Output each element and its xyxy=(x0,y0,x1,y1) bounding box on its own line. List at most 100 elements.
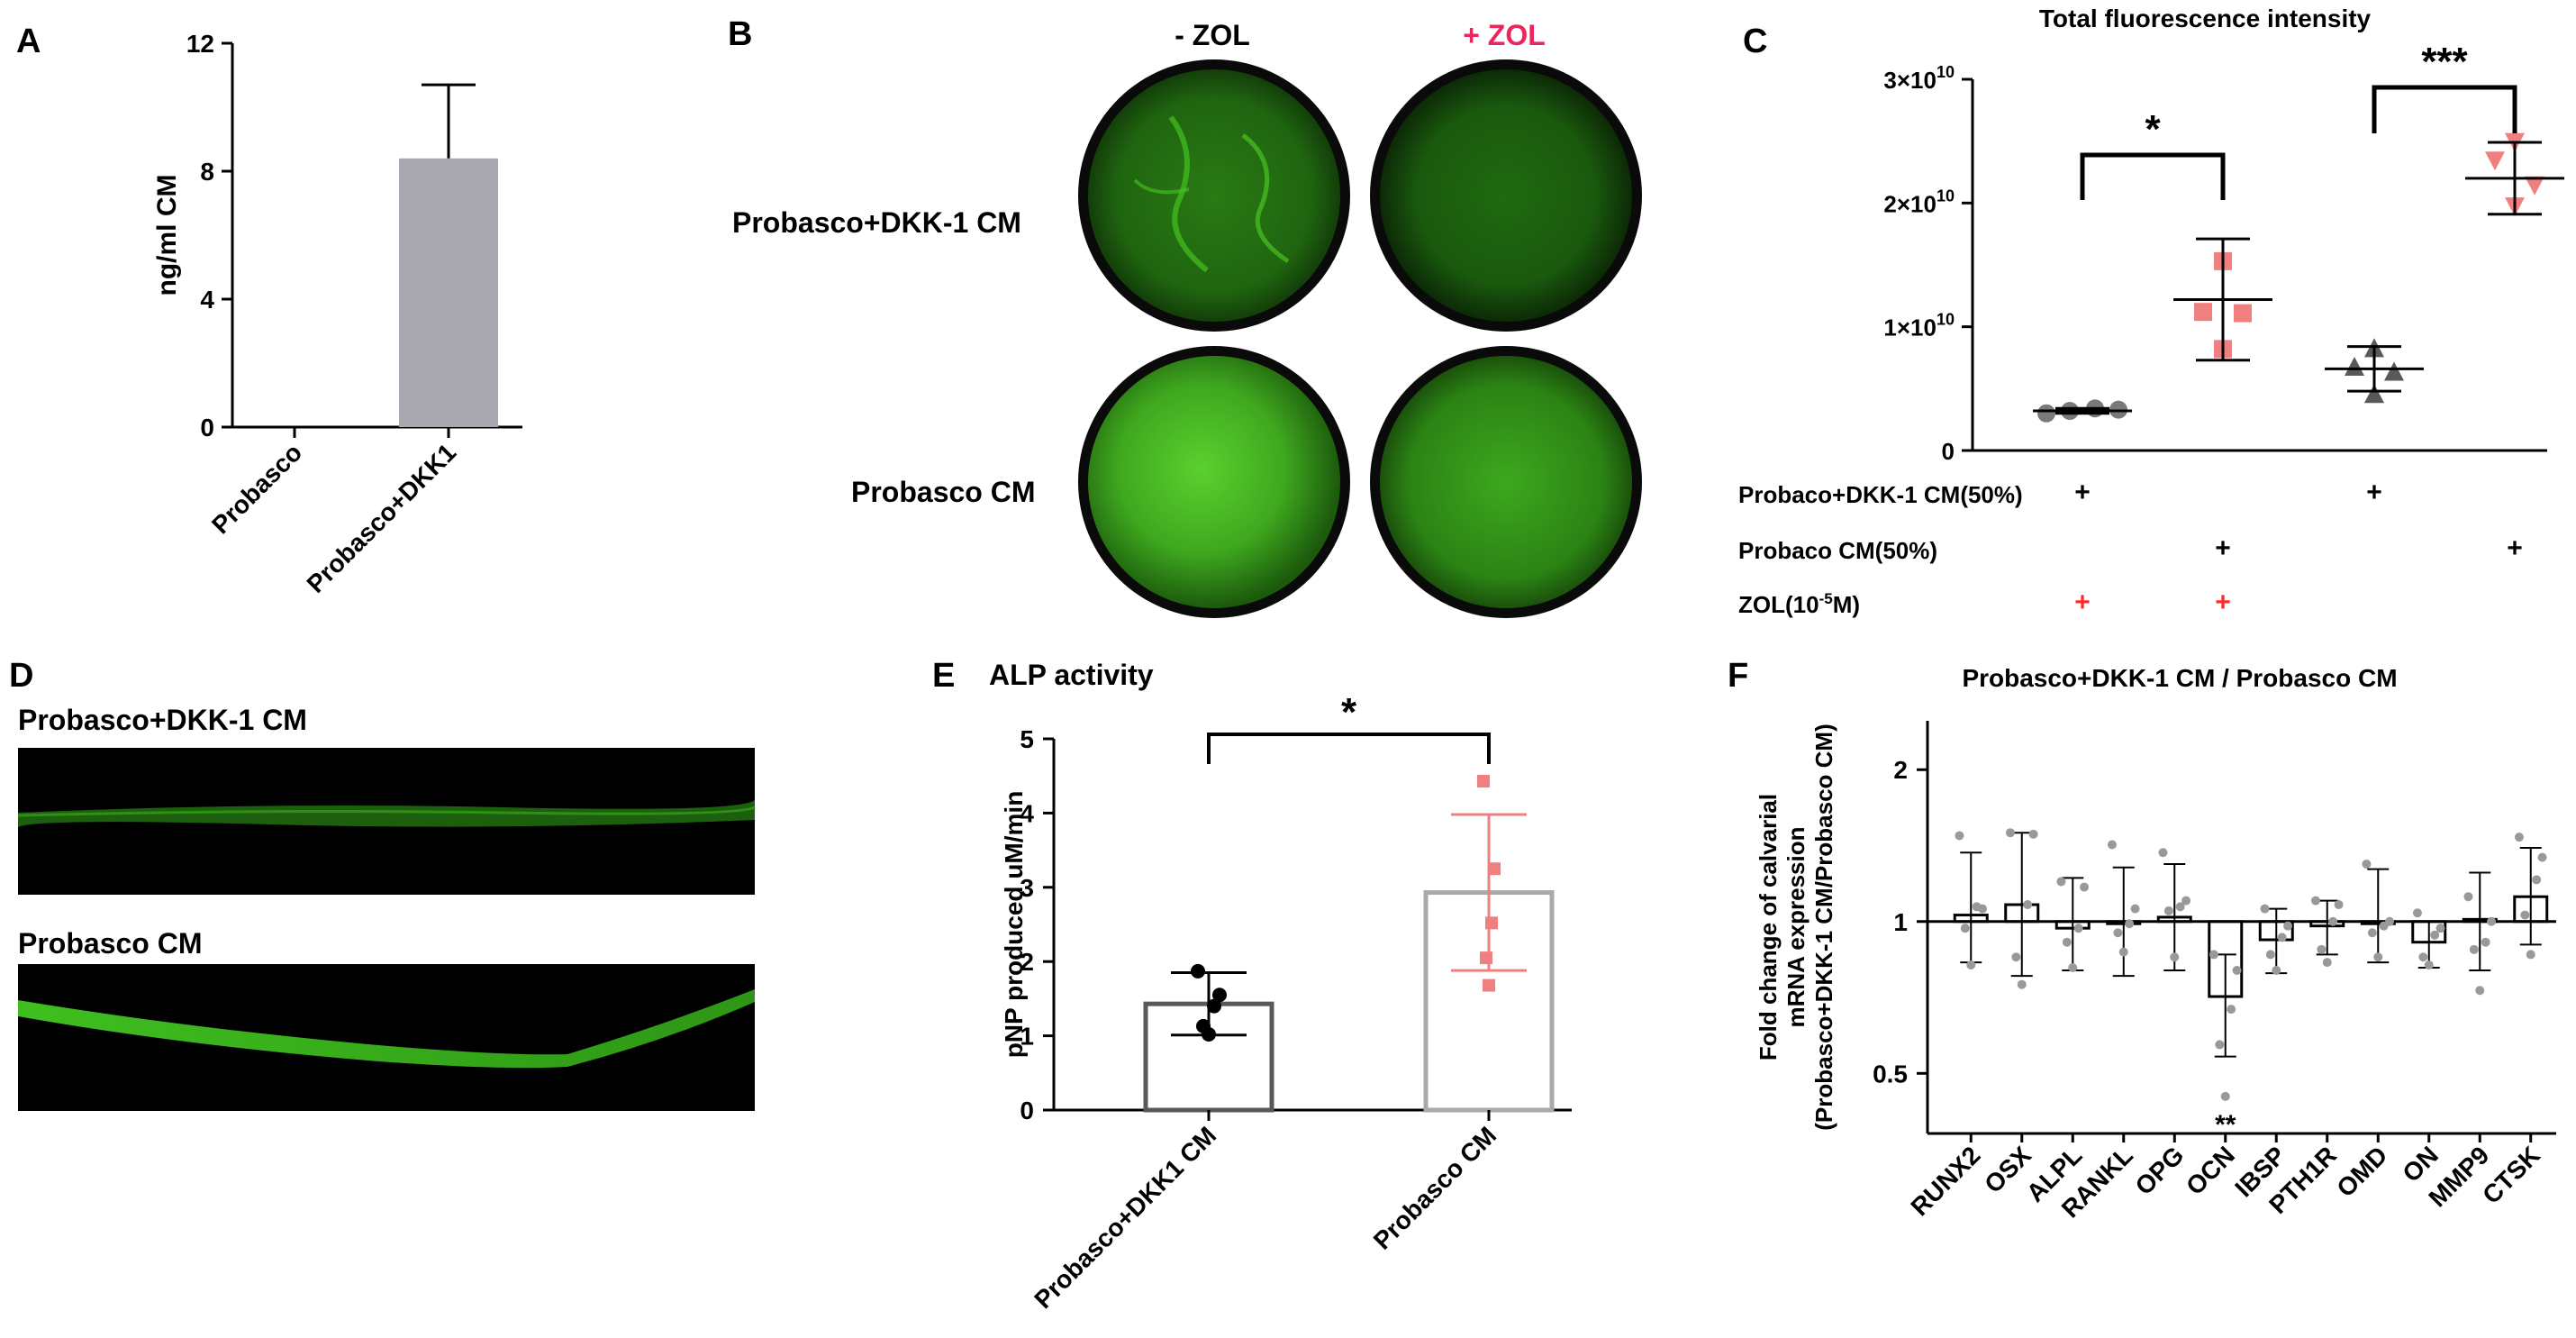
data-point xyxy=(2525,176,2544,196)
data-point xyxy=(2367,928,2377,938)
y-axis-label: (Probasco+DKK-1 CM/Probasco CM) xyxy=(1810,724,1837,1130)
data-point xyxy=(2232,966,2242,976)
data-point xyxy=(1480,951,1492,965)
y-tick-label: 2 xyxy=(1020,948,1034,976)
y-tick-label: 0 xyxy=(200,414,214,441)
data-point xyxy=(2520,910,2530,920)
data-point xyxy=(1212,988,1227,1003)
panel-letter-e: E xyxy=(932,657,955,695)
data-point xyxy=(2037,404,2055,423)
panel-f: F Probasco+DKK-1 CM / Probasco CM0.512Fo… xyxy=(1728,657,2556,1224)
y-tick-label: 2×1010 xyxy=(1883,187,1955,217)
well-bottom-left xyxy=(1078,346,1350,618)
data-point xyxy=(2023,900,2033,910)
data-point xyxy=(2175,902,2185,912)
data-point xyxy=(2362,859,2372,869)
y-axis-label: pNP produced uM/min xyxy=(1000,791,1028,1059)
panel-letter-c: C xyxy=(1743,23,1767,60)
data-point xyxy=(2485,151,2505,171)
y-tick-base: 2×10 xyxy=(1883,190,1937,217)
data-point xyxy=(2068,962,2078,972)
data-point xyxy=(2328,916,2338,926)
significance-bracket xyxy=(2080,152,2226,200)
panel-letter-f: F xyxy=(1728,657,1748,695)
y-axis-label: ng/ml CM xyxy=(152,175,182,296)
y-tick-label: 3×1010 xyxy=(1883,63,1955,94)
data-point xyxy=(2532,875,2542,885)
data-point xyxy=(2322,958,2332,968)
chart-title: Total fluorescence intensity xyxy=(2039,5,2372,32)
data-point xyxy=(2373,952,2383,962)
data-point xyxy=(2412,908,2422,918)
significance-label: * xyxy=(2145,107,2161,151)
data-point xyxy=(2113,928,2123,938)
data-point xyxy=(2537,852,2547,862)
panel-letter-a: A xyxy=(16,23,41,60)
data-point xyxy=(2345,356,2364,376)
data-point xyxy=(2283,921,2293,931)
x-tick-label: Probasco+DKK1 CM xyxy=(1029,1121,1221,1314)
section-label-dkk1: Probasco+DKK-1 CM xyxy=(18,704,307,736)
data-point xyxy=(2384,361,2404,381)
condition-mark: + xyxy=(2215,533,2231,563)
data-point xyxy=(2435,924,2445,933)
data-point xyxy=(1960,924,1970,933)
data-point xyxy=(2005,828,2015,838)
x-tick-label: Probasco+DKK1 xyxy=(302,438,462,598)
x-tick-label: OMD xyxy=(2331,1141,2392,1202)
condition-label-text: Probaco CM(50%) xyxy=(1738,537,1937,564)
data-point xyxy=(2118,947,2128,957)
condition-sup: -5 xyxy=(1819,590,1833,607)
significance-label: *** xyxy=(2421,40,2468,84)
data-point xyxy=(2379,921,2389,931)
y-tick-label: 0 xyxy=(1020,1097,1034,1124)
data-point xyxy=(2418,952,2428,962)
data-point xyxy=(2220,1091,2230,1101)
data-point xyxy=(1966,960,1976,970)
row-label-dkk1: Probasco+DKK-1 CM xyxy=(732,206,1021,239)
data-point xyxy=(2514,833,2524,842)
condition-mark: + xyxy=(2074,478,2091,507)
x-tick-label: OPG xyxy=(2130,1141,2190,1200)
data-point xyxy=(2107,840,2117,850)
data-point xyxy=(2158,848,2168,858)
well-top-left xyxy=(1078,59,1350,332)
data-point xyxy=(2163,906,2173,915)
significance-label: ** xyxy=(2215,1110,2236,1140)
data-point xyxy=(2430,930,2440,940)
data-point xyxy=(1207,998,1221,1014)
y-tick-base: 0 xyxy=(1942,438,1955,465)
data-point xyxy=(1202,1026,1216,1042)
data-point xyxy=(2130,904,2140,914)
condition-mark: + xyxy=(2507,533,2523,563)
x-tick-label: RUNX2 xyxy=(1905,1141,1985,1221)
y-tick-label: 1 xyxy=(1893,908,1908,936)
y-tick-label: 4 xyxy=(1020,799,1034,827)
data-point xyxy=(2011,952,2021,962)
data-point xyxy=(2170,952,2180,962)
chart-c: Total fluorescence intensity01×10102×101… xyxy=(1738,5,2564,618)
col-header-minus-zol: - ZOL xyxy=(1175,19,1250,51)
y-tick-label: 12 xyxy=(186,30,214,58)
section-label-probasco: Probasco CM xyxy=(18,927,202,960)
data-point xyxy=(1485,916,1498,930)
panel-letter-b: B xyxy=(728,15,752,53)
condition-label: Probaco+DKK-1 CM(50%) xyxy=(1738,481,2023,508)
data-point xyxy=(2334,900,2344,910)
data-point xyxy=(2194,303,2212,322)
data-point xyxy=(2475,986,2485,996)
y-tick-label: 8 xyxy=(200,158,214,186)
significance-label: * xyxy=(1341,690,1357,734)
y-axis-label: mRNA expression xyxy=(1782,827,1810,1028)
data-point xyxy=(2487,916,2497,926)
chart-title: Probasco+DKK-1 CM / Probasco CM xyxy=(1962,664,2397,692)
data-point xyxy=(2080,882,2090,892)
y-tick-label: 3 xyxy=(1020,874,1034,902)
y-tick-label: 5 xyxy=(1020,725,1034,753)
panel-d: D Probasco+DKK-1 CM Probasco CM xyxy=(9,657,756,1111)
condition-label-text: Probaco+DKK-1 CM(50%) xyxy=(1738,481,2023,508)
